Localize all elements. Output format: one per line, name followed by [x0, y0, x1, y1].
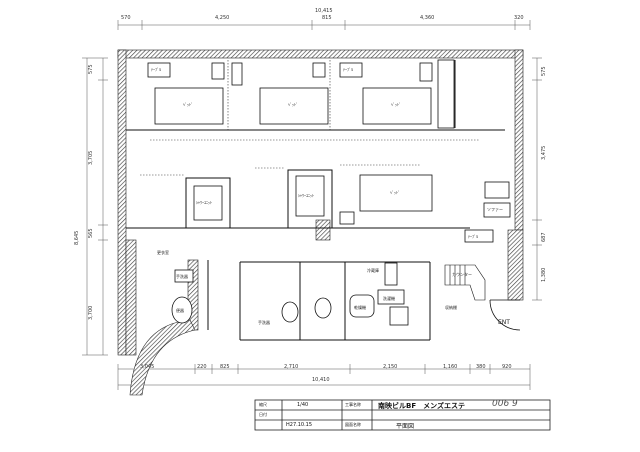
dim-bottom-1: 3,045 — [140, 364, 155, 370]
scale-value: 1/40 — [297, 402, 309, 408]
dim-bottom-7: 380 — [476, 364, 486, 370]
dim-bottom-3: 825 — [220, 364, 230, 370]
dim-left-3: 565 — [88, 228, 94, 238]
date-value: H27.10.15 — [286, 422, 313, 428]
dim-top-1: 570 — [121, 15, 131, 21]
dim-bottom-6: 1,160 — [443, 364, 458, 370]
entrance-door — [489, 299, 521, 331]
bed-label-3: ﾍﾞｯﾄﾞ — [391, 102, 401, 107]
curved-wall — [129, 319, 196, 396]
dim-right-3: 687 — [541, 232, 547, 242]
left-dimension-line — [82, 57, 108, 356]
dim-left-4: 3,700 — [88, 305, 94, 320]
dim-bottom-4: 2,710 — [284, 364, 299, 370]
bed-label-2: ﾍﾞｯﾄﾞ — [288, 102, 298, 107]
scale-label: 縮尺 — [259, 402, 267, 407]
fridge-label: 冷蔵庫 — [367, 268, 379, 273]
date-label: 日付 — [259, 412, 267, 417]
cabinets — [211, 59, 511, 286]
waiting-room-label: 更衣室 — [157, 250, 169, 255]
dim-top-4: 4,360 — [420, 15, 435, 21]
hand-wash-label: 手洗器 — [258, 320, 270, 325]
dim-right-1: 575 — [541, 66, 547, 76]
right-dimension-line — [532, 57, 542, 301]
table-label-1: ﾃｰﾌﾞﾙ — [151, 67, 161, 72]
top-dimension-line — [117, 20, 531, 30]
table-label-2: ﾃｰﾌﾞﾙ — [343, 67, 353, 72]
toilet-room-label: 便器 — [176, 308, 184, 313]
dim-left-1: 575 — [88, 64, 94, 74]
dim-right-2: 3,475 — [541, 145, 547, 160]
dim-right-4: 1,380 — [541, 267, 547, 282]
table-label-3: ﾃｰﾌﾞﾙ — [468, 234, 478, 239]
dim-top-total: 10,415 — [315, 8, 333, 14]
storage-label: 収納棚 — [445, 305, 457, 310]
drawing-name-label: 図面名称 — [345, 422, 361, 427]
dryer-label: 乾燥機 — [354, 305, 366, 310]
entrance-label: ENT — [498, 319, 510, 326]
sofa-label: ソファー — [487, 207, 503, 212]
dim-left-total: 8,645 — [74, 230, 80, 245]
bed-label-1: ﾍﾞｯﾄﾞ — [183, 102, 193, 107]
project-name: 南映ビルBF メンズエステ — [378, 402, 465, 410]
bed-label-4: ﾍﾞｯﾄﾞ — [390, 190, 400, 195]
beds — [154, 87, 433, 212]
shower-units — [193, 175, 325, 221]
dim-top-5: 320 — [514, 15, 524, 21]
staircase — [444, 264, 486, 301]
dim-bottom-total: 10,410 — [312, 377, 330, 383]
interior-partitions — [126, 60, 505, 341]
shower-label-2: ｼｬﾜｰﾕﾆｯﾄ — [298, 193, 314, 198]
laundry-label: 洗濯機 — [383, 296, 395, 301]
toilets — [171, 269, 409, 326]
dim-top-3: 815 — [322, 15, 332, 21]
dim-bottom-5: 2,150 — [383, 364, 398, 370]
title-block-frame — [254, 399, 551, 431]
dim-bottom-2: 220 — [197, 364, 207, 370]
curtain-lines — [140, 60, 480, 176]
counter-label: カウンター — [452, 272, 472, 277]
bottom-dimension-line — [117, 364, 531, 390]
project-name-label: 工事名称 — [345, 402, 361, 407]
dim-left-2: 3,705 — [88, 150, 94, 165]
dim-top-2: 4,250 — [215, 15, 230, 21]
dim-bottom-8: 920 — [502, 364, 512, 370]
tables — [147, 62, 494, 243]
drawing-name: 平面図 — [396, 423, 415, 430]
shower-label-1: ｼｬﾜｰﾕﾆｯﾄ — [196, 200, 212, 205]
toilet-label: 手洗器 — [176, 274, 188, 279]
page-number-mark: 006 9 — [492, 399, 518, 409]
